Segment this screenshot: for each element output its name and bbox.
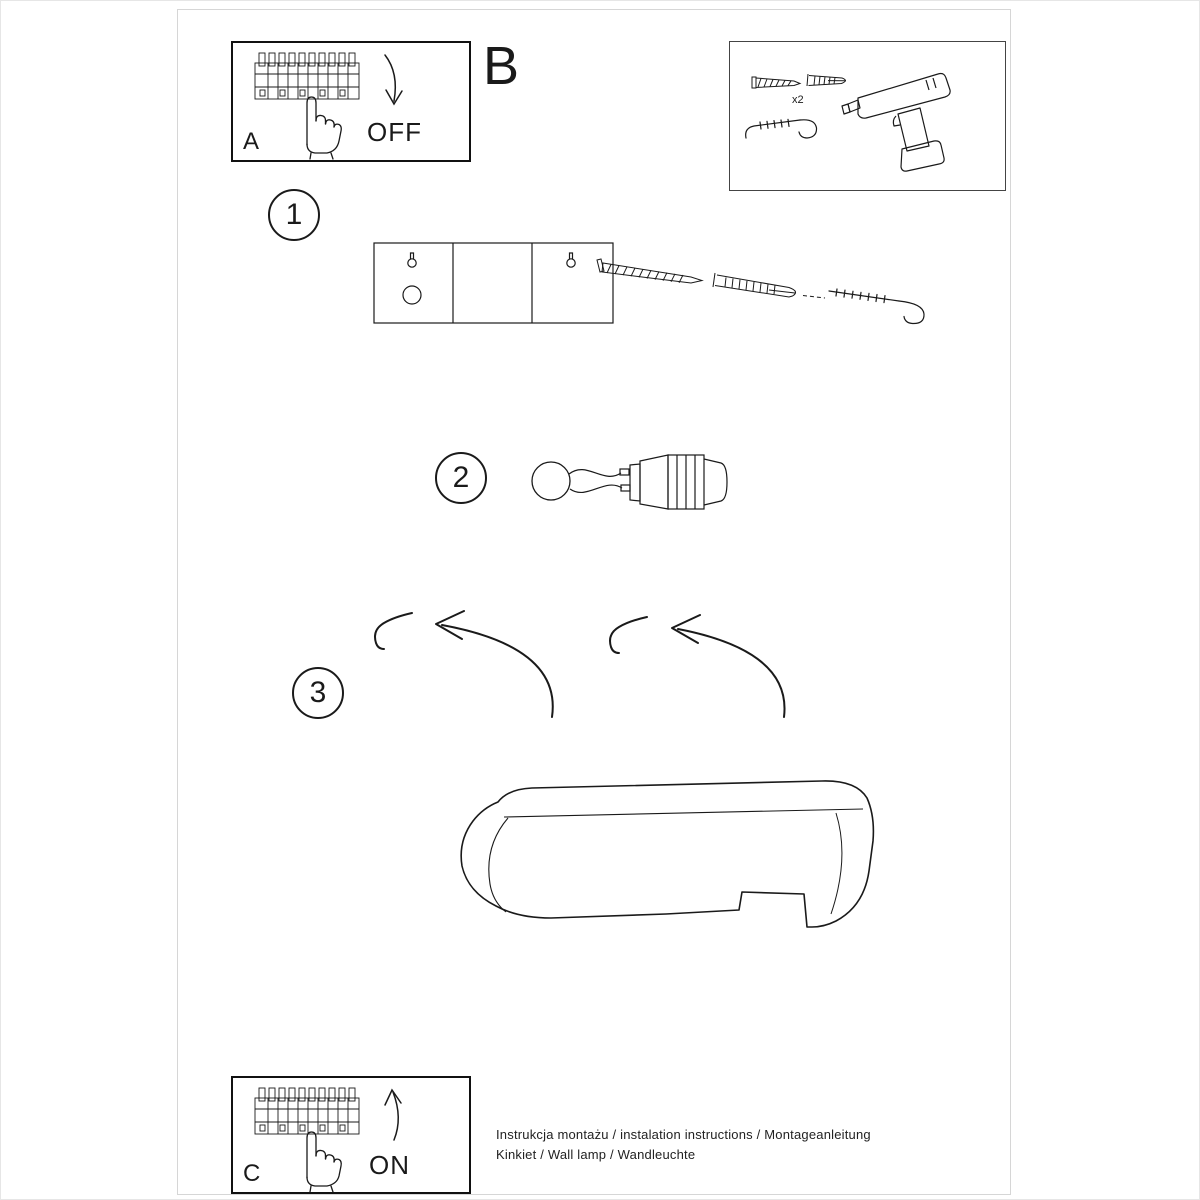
on-text: ON bbox=[369, 1150, 410, 1180]
step-2-number: 2 bbox=[452, 461, 470, 494]
wall-lamp-body-illustration bbox=[460, 780, 875, 928]
alignment-dashed-line bbox=[802, 295, 826, 299]
off-text: OFF bbox=[367, 117, 422, 147]
power-off-illustration bbox=[254, 52, 403, 160]
arrow-on-icon bbox=[384, 1088, 402, 1141]
step-2-badge: 2 bbox=[435, 452, 487, 504]
wall-plug-icon bbox=[712, 272, 797, 298]
screw-icon bbox=[751, 76, 802, 89]
section-b-label: B bbox=[483, 36, 520, 96]
step-1-badge: 1 bbox=[268, 189, 320, 241]
power-off-box: A OFF bbox=[231, 41, 471, 162]
lamp-socket-icon bbox=[629, 454, 728, 510]
hook-icon bbox=[609, 616, 648, 654]
hand-icon bbox=[306, 1131, 342, 1193]
power-on-box: C ON bbox=[231, 1076, 471, 1194]
wall-plug-icon bbox=[806, 73, 847, 87]
step-3-badge: 3 bbox=[292, 667, 344, 719]
breaker-panel-icon bbox=[254, 52, 360, 100]
footer-line-2: Kinkiet / Wall lamp / Wandleuchte bbox=[496, 1147, 696, 1162]
curved-arrow-icon bbox=[671, 614, 786, 718]
screw-icon bbox=[596, 258, 704, 284]
box-a-label: A bbox=[243, 128, 260, 155]
drill-icon bbox=[841, 72, 951, 172]
wire-loop-icon bbox=[531, 461, 571, 501]
step-2-illustration bbox=[531, 454, 728, 510]
step-1-number: 1 bbox=[285, 198, 303, 231]
footer-line-1: Instrukcja montażu / instalation instruc… bbox=[496, 1127, 871, 1142]
parts-illustration bbox=[745, 72, 951, 172]
lamp-outline bbox=[460, 780, 875, 928]
step-3-number: 3 bbox=[309, 676, 327, 709]
arrow-off-icon bbox=[384, 54, 403, 106]
breaker-panel-icon bbox=[254, 1087, 360, 1135]
step-3-illustration bbox=[374, 610, 786, 718]
box-c-label: C bbox=[243, 1160, 261, 1187]
step-1-illustration bbox=[373, 242, 925, 325]
hook-icon bbox=[745, 118, 818, 139]
mounting-template-icon bbox=[373, 242, 614, 324]
screws-quantity-label: x2 bbox=[792, 94, 804, 106]
curved-arrow-icon bbox=[435, 610, 554, 718]
hand-icon bbox=[306, 96, 342, 160]
required-parts-box: x2 bbox=[729, 41, 1006, 191]
power-on-illustration bbox=[254, 1087, 402, 1193]
hook-icon bbox=[374, 612, 413, 650]
hook-icon bbox=[828, 288, 925, 325]
page-border bbox=[177, 9, 1011, 1195]
socket-wires bbox=[568, 468, 631, 494]
